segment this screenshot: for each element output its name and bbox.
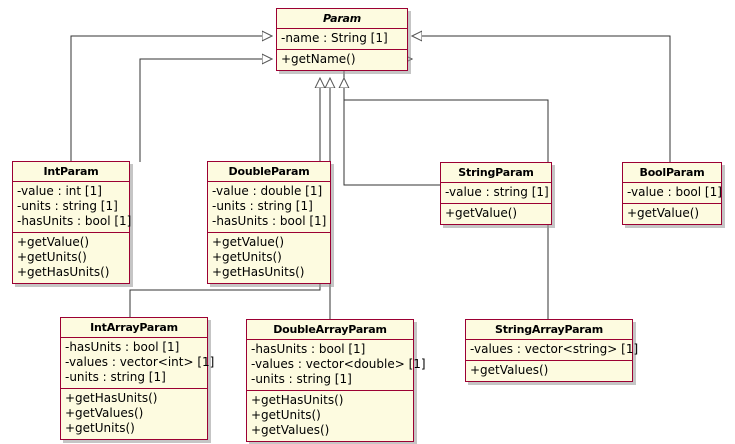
generalization-boolparam-to-param bbox=[412, 36, 671, 162]
attribute-row: -name : String [1] bbox=[281, 31, 388, 45]
attribute-row: -hasUnits : bool [1] bbox=[65, 340, 180, 354]
class-box-intarrayparam[interactable]: IntArrayParam -hasUnits : bool [1] -valu… bbox=[60, 317, 215, 440]
attributes-compartment-stringarrayparam: -values : vector<string> [1] bbox=[466, 340, 639, 361]
attributes-compartment-param: -name : String [1] bbox=[277, 29, 407, 50]
class-box-stringarrayparam[interactable]: StringArrayParam -values : vector<string… bbox=[465, 319, 639, 382]
attribute-row: -hasUnits : bool [1] bbox=[251, 342, 366, 356]
generalization-stringparam-to-param bbox=[343, 59, 440, 186]
class-name-stringparam: StringParam bbox=[441, 163, 551, 183]
operations-compartment-intparam: +getValue() +getUnits() +getHasUnits() bbox=[13, 233, 129, 283]
class-box-boolparam[interactable]: BoolParam -value : bool [1] +getValue() bbox=[622, 162, 722, 225]
attributes-compartment-doubleparam: -value : double [1] -units : string [1] … bbox=[208, 182, 330, 233]
operation-row: +getHasUnits() bbox=[17, 265, 110, 279]
operation-row: +getUnits() bbox=[65, 421, 135, 435]
operation-row: +getHasUnits() bbox=[212, 265, 305, 279]
attribute-row: -value : double [1] bbox=[212, 184, 323, 198]
class-name-intparam: IntParam bbox=[13, 162, 129, 182]
class-box-param[interactable]: Param -name : String [1] +getName() bbox=[276, 8, 408, 71]
operation-row: +getValue() bbox=[627, 206, 700, 220]
generalization-doubleparam-to-param bbox=[139, 59, 272, 162]
operations-compartment-boolparam: +getValue() bbox=[623, 204, 721, 224]
attribute-row: -units : string [1] bbox=[65, 370, 166, 384]
operation-row: +getValue() bbox=[445, 206, 518, 220]
attribute-row: -hasUnits : bool [1] bbox=[17, 214, 132, 228]
operation-row: +getName() bbox=[281, 52, 356, 66]
operation-row: +getValues() bbox=[65, 406, 144, 420]
attribute-row: -values : vector<double> [1] bbox=[251, 357, 426, 371]
attributes-compartment-boolparam: -value : bool [1] bbox=[623, 183, 722, 204]
operation-row: +getHasUnits() bbox=[65, 391, 158, 405]
attribute-row: -units : string [1] bbox=[251, 372, 352, 386]
class-name-intarrayparam: IntArrayParam bbox=[61, 318, 207, 338]
attribute-row: -values : vector<string> [1] bbox=[470, 342, 639, 356]
operation-row: +getUnits() bbox=[17, 250, 87, 264]
operation-row: +getUnits() bbox=[251, 408, 321, 422]
operation-row: +getValues() bbox=[470, 363, 549, 377]
class-name-boolparam: BoolParam bbox=[623, 163, 721, 183]
operations-compartment-stringarrayparam: +getValues() bbox=[466, 361, 632, 381]
operation-row: +getHasUnits() bbox=[251, 393, 344, 407]
operation-row: +getUnits() bbox=[212, 250, 282, 264]
attributes-compartment-intarrayparam: -hasUnits : bool [1] -values : vector<in… bbox=[61, 338, 215, 389]
operation-row: +getValue() bbox=[17, 235, 90, 249]
attribute-row: -value : bool [1] bbox=[627, 185, 722, 199]
operation-row: +getValues() bbox=[251, 423, 330, 437]
attribute-row: -values : vector<int> [1] bbox=[65, 355, 215, 369]
attribute-row: -units : string [1] bbox=[17, 199, 118, 213]
class-box-stringparam[interactable]: StringParam -value : string [1] +getValu… bbox=[440, 162, 552, 225]
operation-row: +getValue() bbox=[212, 235, 285, 249]
generalization-intparam-to-param bbox=[70, 36, 272, 162]
class-name-doublearrayparam: DoubleArrayParam bbox=[247, 320, 413, 340]
class-box-doublearrayparam[interactable]: DoubleArrayParam -hasUnits : bool [1] -v… bbox=[246, 319, 426, 442]
attribute-row: -units : string [1] bbox=[212, 199, 313, 213]
operations-compartment-stringparam: +getValue() bbox=[441, 204, 551, 224]
attributes-compartment-stringparam: -value : string [1] bbox=[441, 183, 551, 204]
attributes-compartment-doublearrayparam: -hasUnits : bool [1] -values : vector<do… bbox=[247, 340, 426, 391]
class-box-doubleparam[interactable]: DoubleParam -value : double [1] -units :… bbox=[207, 161, 331, 284]
operations-compartment-doublearrayparam: +getHasUnits() +getUnits() +getValues() bbox=[247, 391, 413, 441]
attributes-compartment-intparam: -value : int [1] -units : string [1] -ha… bbox=[13, 182, 132, 233]
class-box-intparam[interactable]: IntParam -value : int [1] -units : strin… bbox=[12, 161, 132, 284]
operations-compartment-param: +getName() bbox=[277, 50, 407, 70]
operations-compartment-intarrayparam: +getHasUnits() +getValues() +getUnits() bbox=[61, 389, 207, 439]
attribute-row: -hasUnits : bool [1] bbox=[212, 214, 327, 228]
operations-compartment-doubleparam: +getValue() +getUnits() +getHasUnits() bbox=[208, 233, 330, 283]
class-name-stringarrayparam: StringArrayParam bbox=[466, 320, 632, 340]
attribute-row: -value : string [1] bbox=[445, 185, 549, 199]
class-name-param: Param bbox=[277, 9, 407, 29]
class-name-doubleparam: DoubleParam bbox=[208, 162, 330, 182]
attribute-row: -value : int [1] bbox=[17, 184, 102, 198]
